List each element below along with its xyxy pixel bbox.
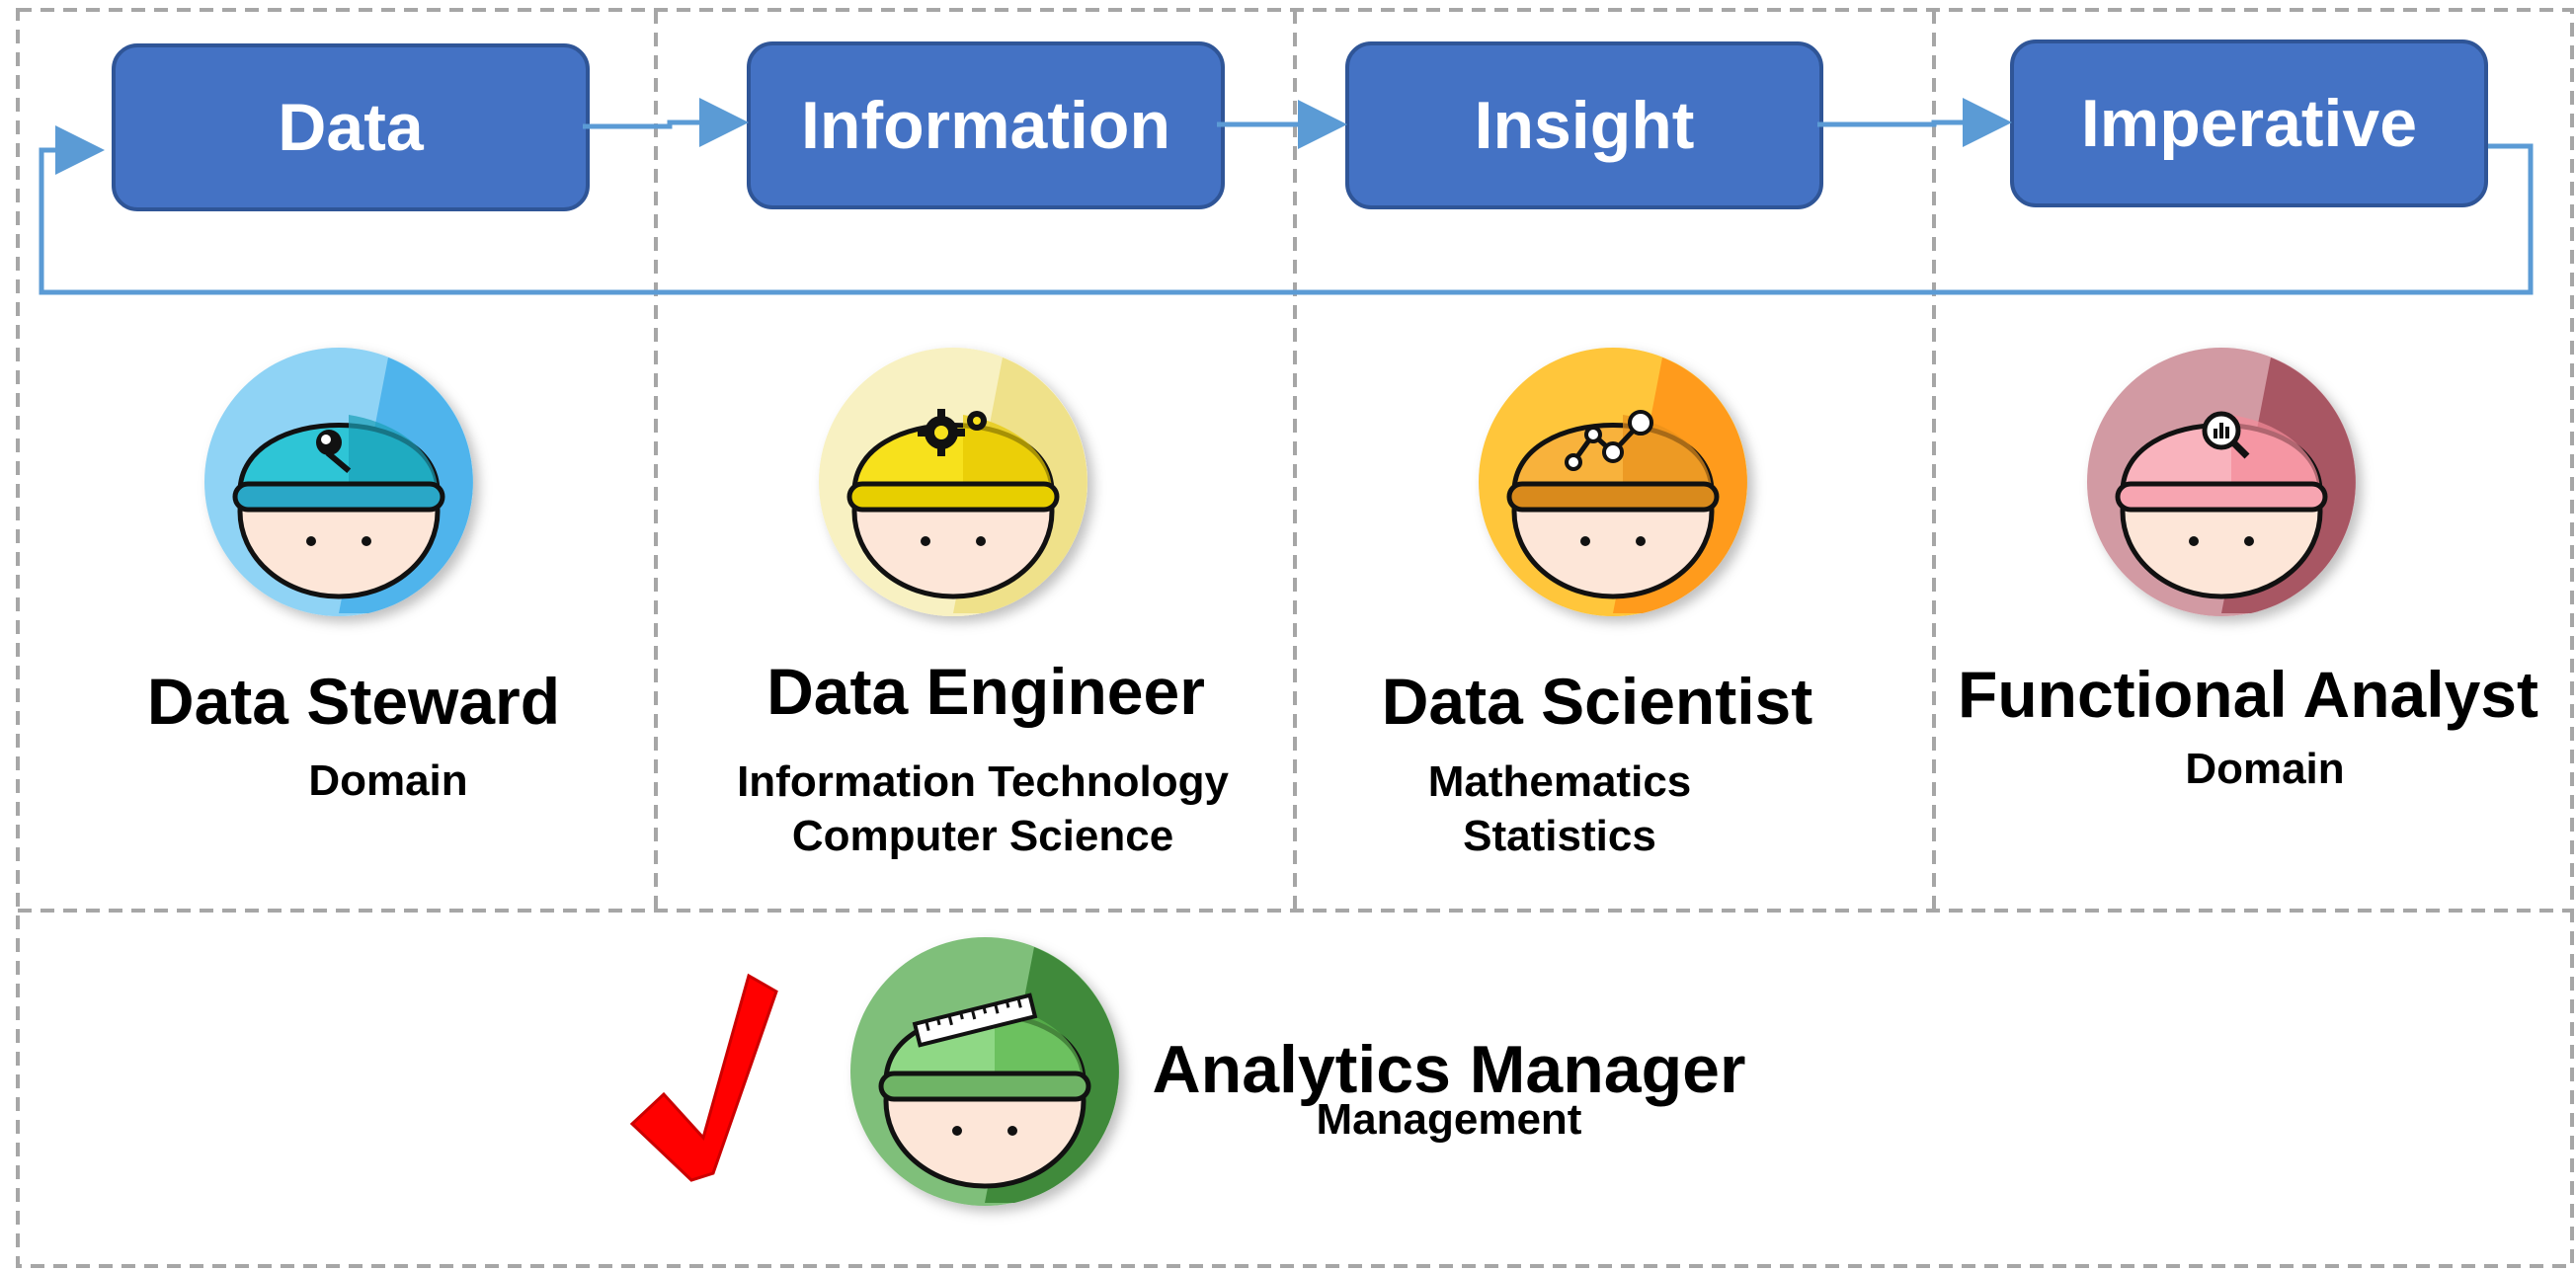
flow-step-label: Data [278,90,425,165]
manager-subtitle: Management [1317,1095,1582,1144]
dashed-grid [16,8,2574,1268]
analytics-manager-badge [850,937,1119,1206]
ruler-icon [912,993,1038,1048]
flow-arrows [583,98,2012,149]
right-eye [1636,536,1646,546]
flow-step-imperative: Imperative [2010,40,2488,207]
helmet-brim [2115,481,2328,513]
role-subtitle: Domain [2185,745,2344,793]
manager-title: Analytics Manager [1153,1032,1746,1107]
flow-box [2010,40,2488,207]
role-subtitle: Computer Science [792,812,1173,860]
data-steward-badge [204,348,473,616]
flow-arrow [583,98,749,147]
left-eye [952,1126,962,1136]
line-chart-icon [1565,410,1653,471]
flow-step-label: Information [801,88,1170,163]
role-title: Data Steward [147,665,560,738]
data-engineer-badge [819,348,1087,616]
checkmark-icon [629,973,778,1182]
flow-step-insight: Insight [1345,41,1823,209]
role-title: Data Scientist [1382,665,1812,738]
flow-arrow [1817,98,2012,147]
left-eye [921,536,930,546]
key-icon [316,430,352,474]
role-subtitle: Information Technology [737,757,1229,806]
helmet-brim [1506,481,1720,513]
role-subtitle: Mathematics [1428,757,1692,806]
role-title: Functional Analyst [1958,658,2538,731]
flow-step-data: Data [112,43,590,211]
magnifier-chart-icon [2202,411,2250,459]
left-eye [1580,536,1590,546]
flow-step-label: Imperative [2081,86,2417,161]
flow-step-information: Information [747,41,1225,209]
left-eye [306,536,316,546]
right-eye [1007,1126,1017,1136]
helmet-brim [232,481,445,513]
role-subtitle: Statistics [1463,812,1656,860]
flow-step-label: Insight [1475,88,1695,163]
gears-icon [918,409,987,456]
helmet-brim [878,1071,1091,1102]
data-scientist-badge [1479,348,1747,616]
role-subtitle: Domain [308,756,467,805]
right-eye [362,536,371,546]
helmet-brim [846,481,1060,513]
right-eye [2244,536,2254,546]
left-eye [2189,536,2199,546]
functional-analyst-badge [2087,348,2356,616]
right-eye [976,536,986,546]
feedback-loop-arrow [39,125,2534,295]
role-title: Data Engineer [766,655,1205,728]
